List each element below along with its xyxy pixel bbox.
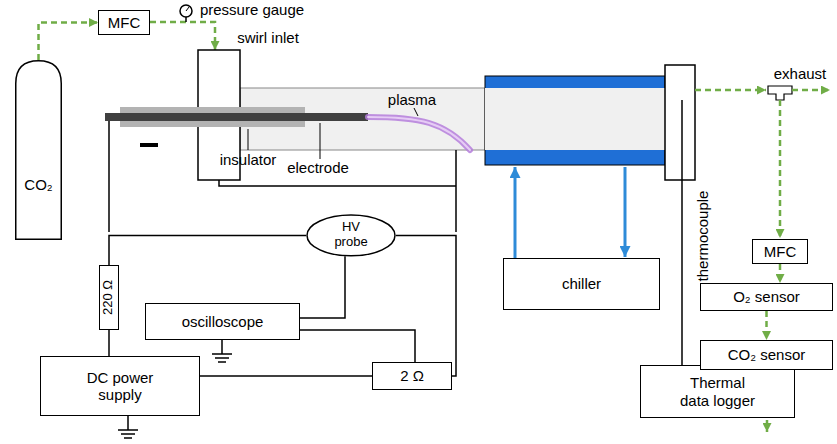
- part-label: electrode: [287, 160, 349, 177]
- node-text: Thermal data logger: [677, 374, 759, 409]
- leader-line: [248, 129, 249, 150]
- node-text: oscilloscope: [182, 313, 264, 330]
- leader-line: [320, 123, 321, 159]
- cooling-jacket: [485, 76, 665, 165]
- probe-ellipse: HV probe: [306, 214, 396, 257]
- pressure-gauge-symbol: [180, 5, 192, 17]
- part-label: insulator: [220, 152, 277, 169]
- resistor-symbol: 220 Ω: [99, 265, 119, 330]
- gas-line: [39, 23, 99, 61]
- instrument-box: oscilloscope: [145, 303, 300, 340]
- gas-line: [779, 100, 782, 238]
- gas-cylinder: CO₂: [15, 60, 62, 240]
- tee-fitting: [768, 86, 792, 100]
- node-text: CO₂: [24, 176, 52, 193]
- ground-symbol: [118, 416, 138, 438]
- plasma-core: [368, 117, 470, 150]
- node-text: DC power supply: [80, 369, 160, 404]
- power-supply-box: DC power supply: [40, 356, 200, 416]
- controller-box: MFC: [98, 10, 150, 35]
- part-label: thermocouple: [695, 191, 712, 282]
- thermocouple-wire: [681, 100, 683, 365]
- gas-line: [765, 311, 768, 340]
- node-text: MFC: [764, 243, 797, 260]
- end-cap: [665, 65, 695, 180]
- sensor-box: CO₂ sensor: [700, 340, 833, 370]
- anode-wire: [455, 150, 457, 232]
- part-label: plasma: [388, 92, 436, 109]
- electrode-rod: [105, 113, 368, 121]
- node-text: chiller: [562, 275, 601, 292]
- leader-line: [414, 108, 418, 116]
- part-label: exhaust: [774, 66, 827, 83]
- part-label: pressure gauge: [200, 2, 304, 19]
- wire: [108, 330, 110, 356]
- instrument-box: chiller: [503, 258, 660, 310]
- node-text: MFC: [108, 14, 141, 31]
- ground-wire: [219, 180, 456, 186]
- node-text: CO₂ sensor: [728, 346, 806, 363]
- node-text: 220 Ω: [102, 280, 117, 315]
- wire: [109, 235, 306, 265]
- ground-symbol: [212, 340, 232, 362]
- plasma-arc: [368, 117, 470, 150]
- part-label: swirl inlet: [237, 30, 299, 47]
- polarity-mark: [140, 143, 158, 147]
- coolant-arrow: [514, 167, 517, 258]
- node-text: HV probe: [329, 220, 373, 250]
- bottle-outline: [15, 60, 62, 240]
- resistor-symbol: 2 Ω: [372, 362, 452, 390]
- gas-line: [779, 264, 782, 283]
- node-text: O₂ sensor: [733, 288, 800, 305]
- coolant-arrow: [624, 167, 627, 257]
- controller-box: MFC: [752, 239, 808, 264]
- wire: [300, 330, 415, 362]
- instrument-box: Thermal data logger: [640, 365, 795, 418]
- wire: [300, 256, 345, 318]
- wire: [200, 375, 372, 377]
- sensor-box: O₂ sensor: [700, 283, 833, 311]
- jacket-bore: [485, 88, 665, 150]
- cathode-wire: [108, 121, 110, 232]
- wire: [396, 235, 456, 376]
- gas-line: [695, 89, 766, 92]
- gas-line: [792, 89, 830, 92]
- node-text: 2 Ω: [400, 367, 424, 384]
- gauge-needle: [186, 7, 189, 11]
- gas-line: [150, 22, 215, 50]
